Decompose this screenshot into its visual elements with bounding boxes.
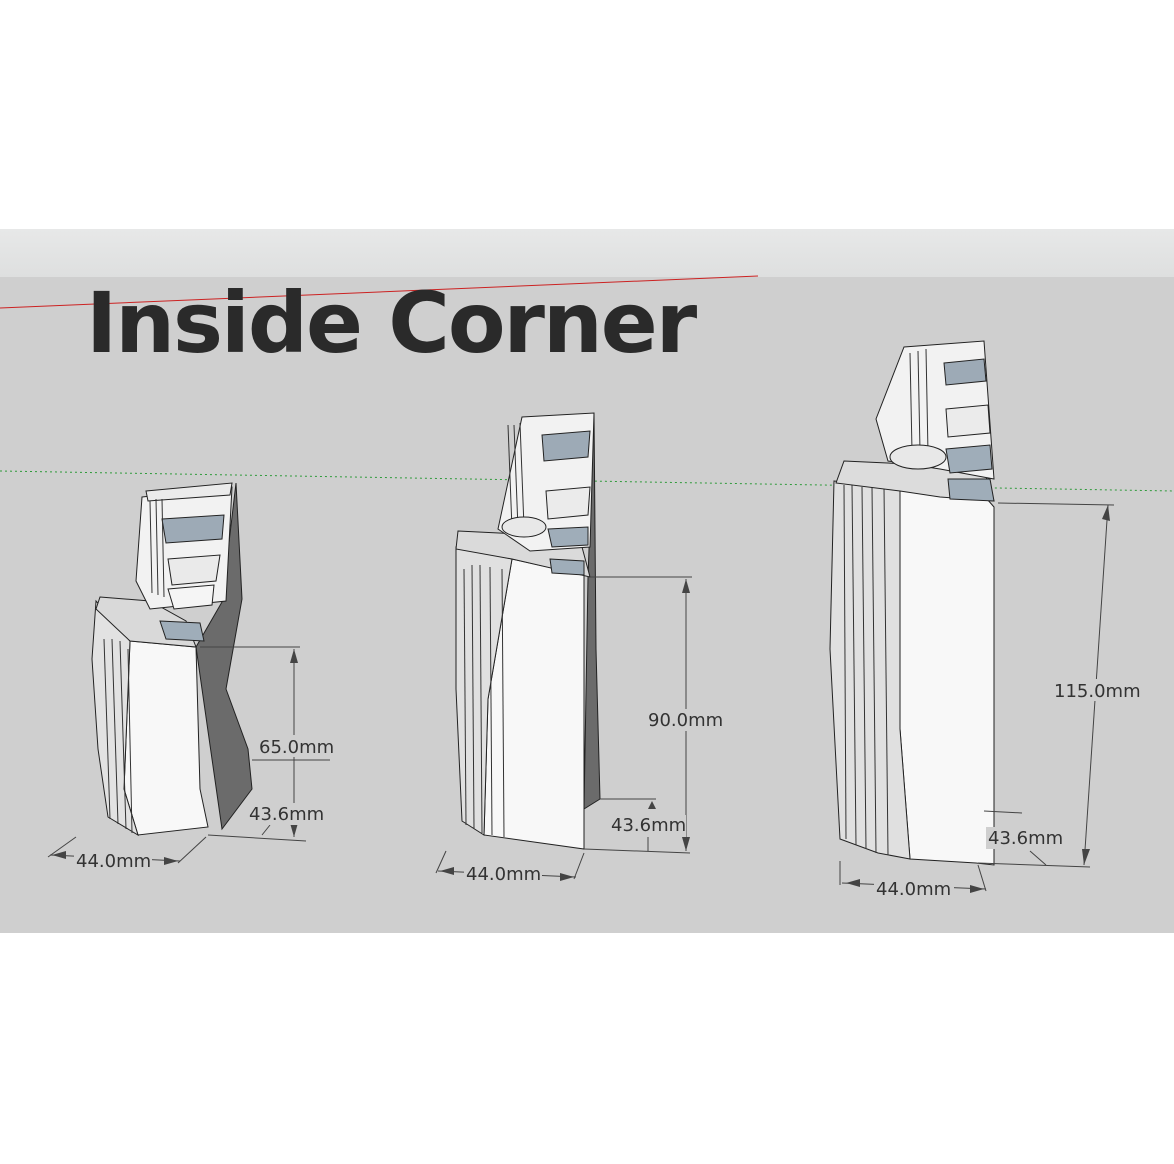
green-axis-line <box>0 470 1174 492</box>
model-short <box>47 482 330 865</box>
model-tall-height-label: 115.0mm <box>1054 681 1141 702</box>
red-axis-line <box>0 275 759 309</box>
model-short-height-label: 65.0mm <box>259 737 334 758</box>
model-medium <box>435 412 692 881</box>
sketchup-viewport[interactable]: 65.0mm 43.6mm 44.0mm 90.0mm 43.6mm 44.0m… <box>0 229 1174 933</box>
model-scene: 65.0mm 43.6mm 44.0mm 90.0mm 43.6mm 44.0m… <box>0 275 1174 900</box>
model-tall-width-label: 44.0mm <box>876 879 951 900</box>
model-medium-height-label: 90.0mm <box>648 710 723 731</box>
model-tall <box>829 340 1115 893</box>
model-medium-width-label: 44.0mm <box>466 864 541 885</box>
model-short-width-label: 44.0mm <box>76 851 151 872</box>
model-tall-depth-label: 43.6mm <box>988 828 1063 849</box>
sky-band <box>0 229 1174 277</box>
model-short-depth-label: 43.6mm <box>249 804 324 825</box>
model-medium-depth-label: 43.6mm <box>611 815 686 836</box>
page-title: Inside Corner <box>86 274 697 372</box>
